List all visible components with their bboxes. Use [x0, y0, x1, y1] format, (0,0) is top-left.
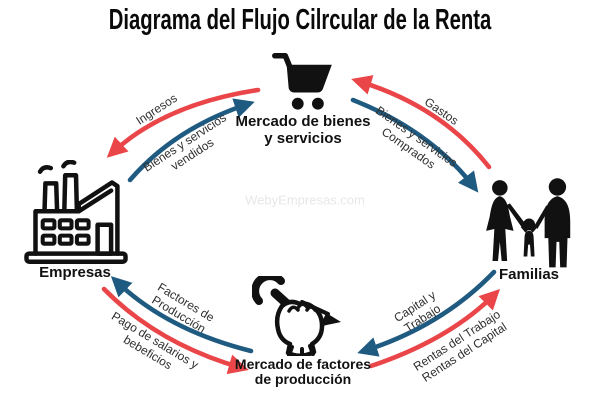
goods-market-label-line1: Mercado de bienes: [235, 113, 371, 130]
watermark: WebyEmpresas.com: [245, 192, 365, 208]
goods-market-label-line2: y servicios: [264, 129, 342, 147]
arrow-pago-salarios: [101, 286, 249, 375]
factors-market-label-line2: de producción: [254, 371, 352, 388]
arrow-bienes-vendidos: [127, 98, 255, 183]
factors-market-label: Mercado de factores de producción: [208, 356, 398, 388]
diagram-title: Diagrama del Flujo Cilrcular de la Renta: [108, 2, 492, 35]
arrow-rentas: [368, 288, 501, 369]
arrow-gastos: [351, 75, 492, 170]
arrow-ingresos: [106, 87, 261, 158]
factory-icon: [22, 159, 130, 268]
goods-market-label: Mercado de bienes y servicios: [213, 113, 393, 147]
arrow-factores: [110, 276, 254, 354]
factors-market-label-line1: Mercado de factores: [234, 356, 372, 372]
shopping-cart-icon: [260, 46, 348, 112]
fist-tools-icon: [251, 272, 352, 359]
families-label: Familias: [498, 266, 560, 283]
arrow-bienes-comprados: [350, 97, 479, 193]
family-icon: [482, 176, 578, 272]
arrow-capital-trabajo: [357, 269, 497, 357]
companies-label: Empresas: [39, 264, 111, 281]
